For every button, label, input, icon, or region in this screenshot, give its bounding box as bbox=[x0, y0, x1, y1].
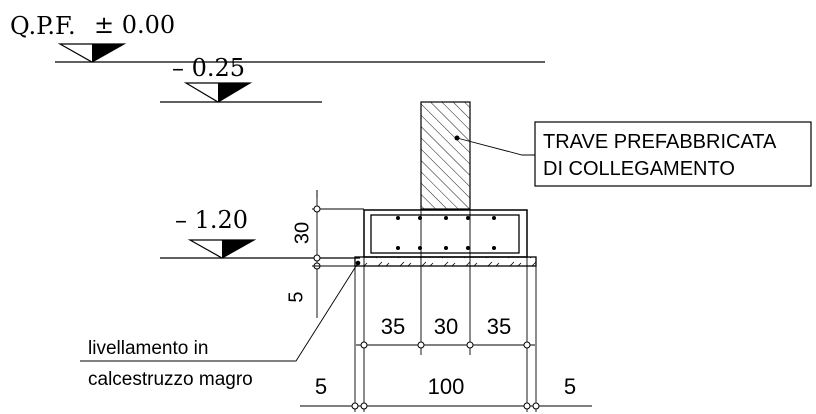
rebar bbox=[444, 216, 448, 220]
lean-label-line2: calcestruzzo magro bbox=[88, 369, 253, 390]
dim-node bbox=[523, 341, 531, 349]
horizontal-dimension-row-2: 5 100 5 bbox=[300, 374, 592, 410]
beam-label-box bbox=[534, 121, 812, 187]
qpf-label: Q.P.F. bbox=[10, 12, 76, 40]
dim-node bbox=[313, 254, 321, 262]
dim-5-left: 5 bbox=[315, 374, 327, 399]
qpf-level-triangle-fill bbox=[92, 44, 124, 62]
rebar bbox=[492, 246, 496, 250]
dim-node bbox=[417, 341, 425, 349]
level-marker-qpf: Q.P.F. ± 0.00 bbox=[10, 11, 545, 63]
level-120-triangle-fill bbox=[222, 240, 254, 258]
rebar bbox=[492, 216, 496, 220]
tie-beam bbox=[420, 101, 471, 210]
rebar bbox=[466, 216, 470, 220]
lean-label-line1: livellamento in bbox=[88, 338, 208, 359]
level-025-triangle-fill bbox=[218, 83, 250, 102]
dim-node bbox=[313, 205, 321, 213]
horizontal-dimension-row-1: 35 30 35 bbox=[356, 314, 535, 349]
dim-node bbox=[523, 402, 531, 410]
rebar bbox=[444, 246, 448, 250]
beam-leader-line bbox=[456, 137, 535, 156]
stirrup bbox=[370, 214, 520, 254]
vertical-dimension-chain: 30 5 bbox=[285, 190, 364, 318]
dim-height-5: 5 bbox=[285, 291, 307, 302]
lean-leader-line bbox=[80, 262, 359, 362]
level-120-label: – 1.20 bbox=[175, 206, 248, 234]
dim-height-30: 30 bbox=[291, 222, 313, 244]
dim-node bbox=[532, 402, 540, 410]
beam-label-line1: TRAVE PREFABBRICATA bbox=[543, 131, 777, 153]
rebar bbox=[466, 246, 470, 250]
level-025-label: – 0.25 bbox=[172, 54, 245, 82]
dim-node bbox=[360, 341, 368, 349]
dim-node bbox=[466, 341, 474, 349]
qpf-value: ± 0.00 bbox=[94, 11, 175, 39]
beam-label-line2: DI COLLEGAMENTO bbox=[543, 158, 735, 180]
level-marker-025: – 0.25 bbox=[160, 54, 322, 103]
dim-100: 100 bbox=[428, 374, 465, 399]
rebar bbox=[396, 216, 400, 220]
dim-30-mid: 30 bbox=[434, 314, 458, 339]
dim-node bbox=[360, 402, 368, 410]
rebar bbox=[396, 246, 400, 250]
lean-concrete-layer bbox=[354, 256, 537, 267]
level-marker-120: – 1.20 bbox=[160, 206, 360, 259]
dim-5-right: 5 bbox=[564, 374, 576, 399]
dim-node bbox=[351, 402, 359, 410]
dim-35-right: 35 bbox=[487, 314, 511, 339]
dim-35-left: 35 bbox=[381, 314, 405, 339]
